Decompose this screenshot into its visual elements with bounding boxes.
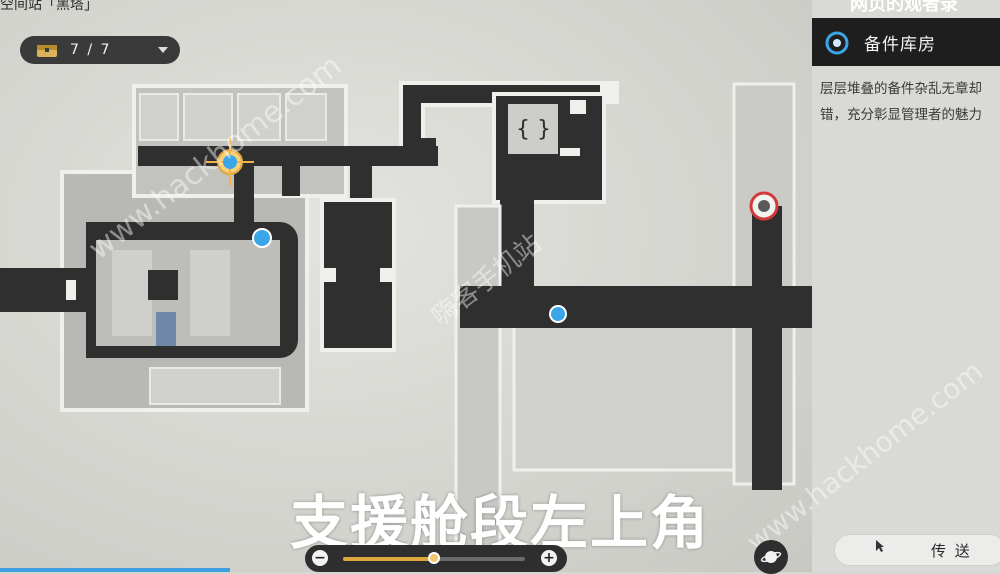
zoom-slider-knob[interactable] (428, 552, 440, 564)
space-anchor-icon (825, 31, 849, 55)
space-anchor-icon[interactable] (252, 228, 272, 248)
progress-strip (0, 568, 230, 572)
zoom-out-button[interactable]: − (312, 550, 328, 566)
side-panel (812, 0, 1000, 572)
enemy-target-icon[interactable] (749, 191, 779, 221)
floor-map[interactable]: { } → (0, 0, 812, 572)
description-line: 层层堆叠的备件杂乱无章却 (820, 81, 982, 97)
region-title: 网页的观者录 (850, 0, 958, 15)
chest-count: 7 / 7 (70, 42, 112, 58)
svg-text:{ }: { } (516, 117, 551, 142)
zone-description: 层层堆叠的备件杂乱无章却 错，充分彰显管理者的魅力 (820, 76, 998, 128)
zoom-slider-fill (343, 557, 434, 561)
location-title: 空间站「黑塔」 (0, 0, 98, 13)
chevron-down-icon[interactable] (158, 47, 168, 53)
teleport-button[interactable]: 传 送 (834, 534, 1000, 566)
planet-icon (760, 551, 782, 563)
chest-counter[interactable]: 7 / 7 (20, 36, 180, 64)
zoom-control: − + (305, 545, 567, 572)
map-area[interactable]: { } → www.hackhome.com 嗨客手机 (0, 0, 812, 572)
zone-header: 备件库房 (812, 18, 1000, 66)
treasure-chest-icon (37, 45, 57, 57)
cursor-icon (876, 540, 884, 552)
zoom-in-button[interactable]: + (541, 550, 557, 566)
door-arrow-icon: → (280, 287, 290, 301)
description-line: 错，充分彰显管理者的魅力 (820, 107, 982, 123)
teleport-label: 传 送 (931, 542, 972, 560)
space-anchor-icon[interactable] (549, 305, 567, 323)
zone-name: 备件库房 (864, 35, 936, 55)
space-anchor-icon[interactable] (206, 138, 254, 186)
world-switch-button[interactable] (754, 540, 788, 574)
zoom-slider[interactable] (343, 552, 525, 564)
